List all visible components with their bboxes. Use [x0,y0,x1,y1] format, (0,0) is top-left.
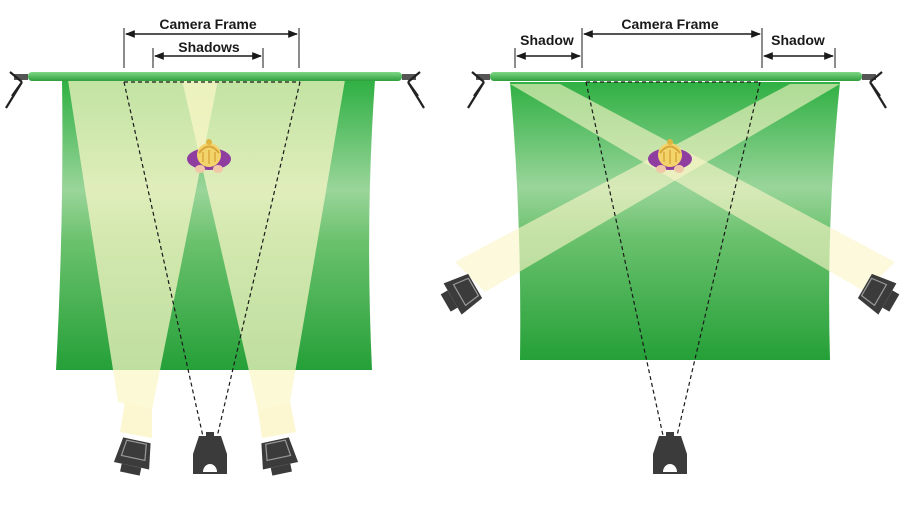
light-beam [68,80,218,410]
backdrop-pole [490,72,862,81]
green-screen [510,82,840,360]
right-setup: Camera Frame Shadow Shadow [436,16,900,474]
spotlight-icon [111,435,156,478]
shadow-left-label: Shadow [520,32,574,48]
shadows-label: Shadows [178,39,240,55]
camera-frame-label: Camera Frame [621,16,718,32]
backdrop-pole [28,72,402,81]
shadow-right-label: Shadow [771,32,825,48]
light-beam [455,84,840,292]
spotlight-icon [256,435,301,478]
camera-frame-label: Camera Frame [159,16,256,32]
light-beam [510,84,895,292]
left-setup: Camera Frame Shadows [4,16,426,478]
camera-icon [193,432,227,474]
camera-icon [653,432,687,474]
